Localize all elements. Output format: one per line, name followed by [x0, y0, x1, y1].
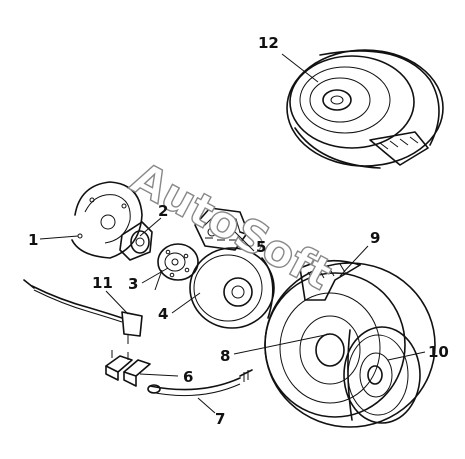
- bearing-housing-drawing: [119, 221, 153, 261]
- callout-11: 11: [92, 274, 113, 292]
- brake-pads-drawing: [105, 350, 151, 387]
- callout-12: 12: [258, 34, 279, 52]
- callout-4: 4: [158, 305, 168, 323]
- caliper-drawing: [194, 207, 259, 251]
- callout-7: 7: [215, 410, 225, 428]
- callout-9: 9: [370, 229, 380, 247]
- callout-10: 10: [428, 343, 449, 361]
- spare-wheel-drawing: [286, 49, 444, 169]
- callout-6: 6: [183, 368, 193, 386]
- brake-hose-drawing: [147, 369, 253, 397]
- hub-cap-drawing: [343, 326, 421, 424]
- callout-labels: 12 1 2 3 4 5 6 7 8 9 10 11: [28, 34, 449, 428]
- wheel-tyre-drawing: [264, 259, 436, 428]
- leader-lines: [39, 53, 426, 414]
- abs-sensor-drawing: [23, 279, 143, 344]
- watermark-text: AutoSoft: [123, 153, 340, 301]
- callout-2: 2: [158, 202, 168, 220]
- callout-1: 1: [28, 231, 38, 249]
- callout-3: 3: [128, 275, 138, 293]
- hub-drawing: [154, 243, 199, 291]
- callout-8: 8: [220, 347, 230, 365]
- callout-5: 5: [256, 238, 266, 256]
- brake-disc-drawing: [189, 247, 275, 329]
